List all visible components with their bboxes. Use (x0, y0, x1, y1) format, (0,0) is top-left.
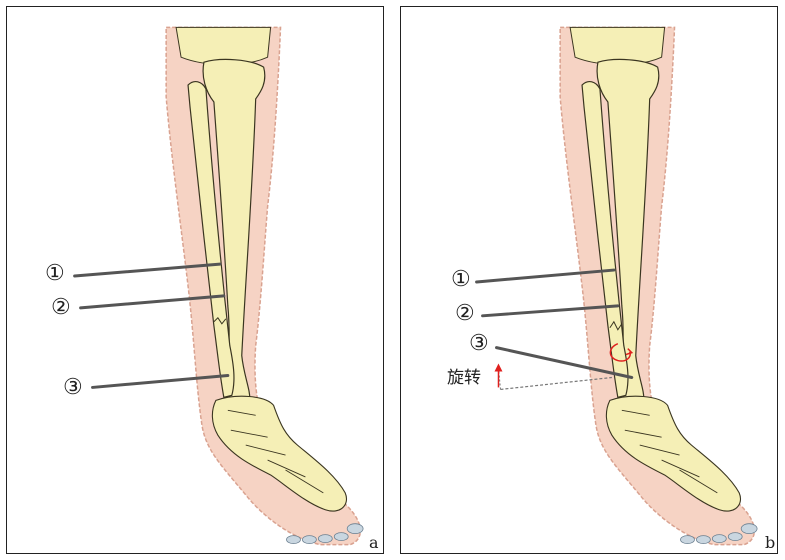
panel-letter-a: a (369, 533, 379, 552)
panel-letter-b: b (765, 533, 775, 552)
marker-1: ① (451, 269, 471, 291)
marker-3: ③ (63, 377, 83, 399)
marker-1: ① (45, 263, 65, 285)
panel-a: ① ② ③ a (6, 6, 384, 554)
panel-b: ① ② ③ 旋转 b (400, 6, 778, 554)
rotation-label: 旋转 (447, 363, 481, 388)
marker-2: ② (51, 297, 71, 319)
marker-2: ② (455, 303, 475, 325)
marker-3: ③ (469, 333, 489, 355)
